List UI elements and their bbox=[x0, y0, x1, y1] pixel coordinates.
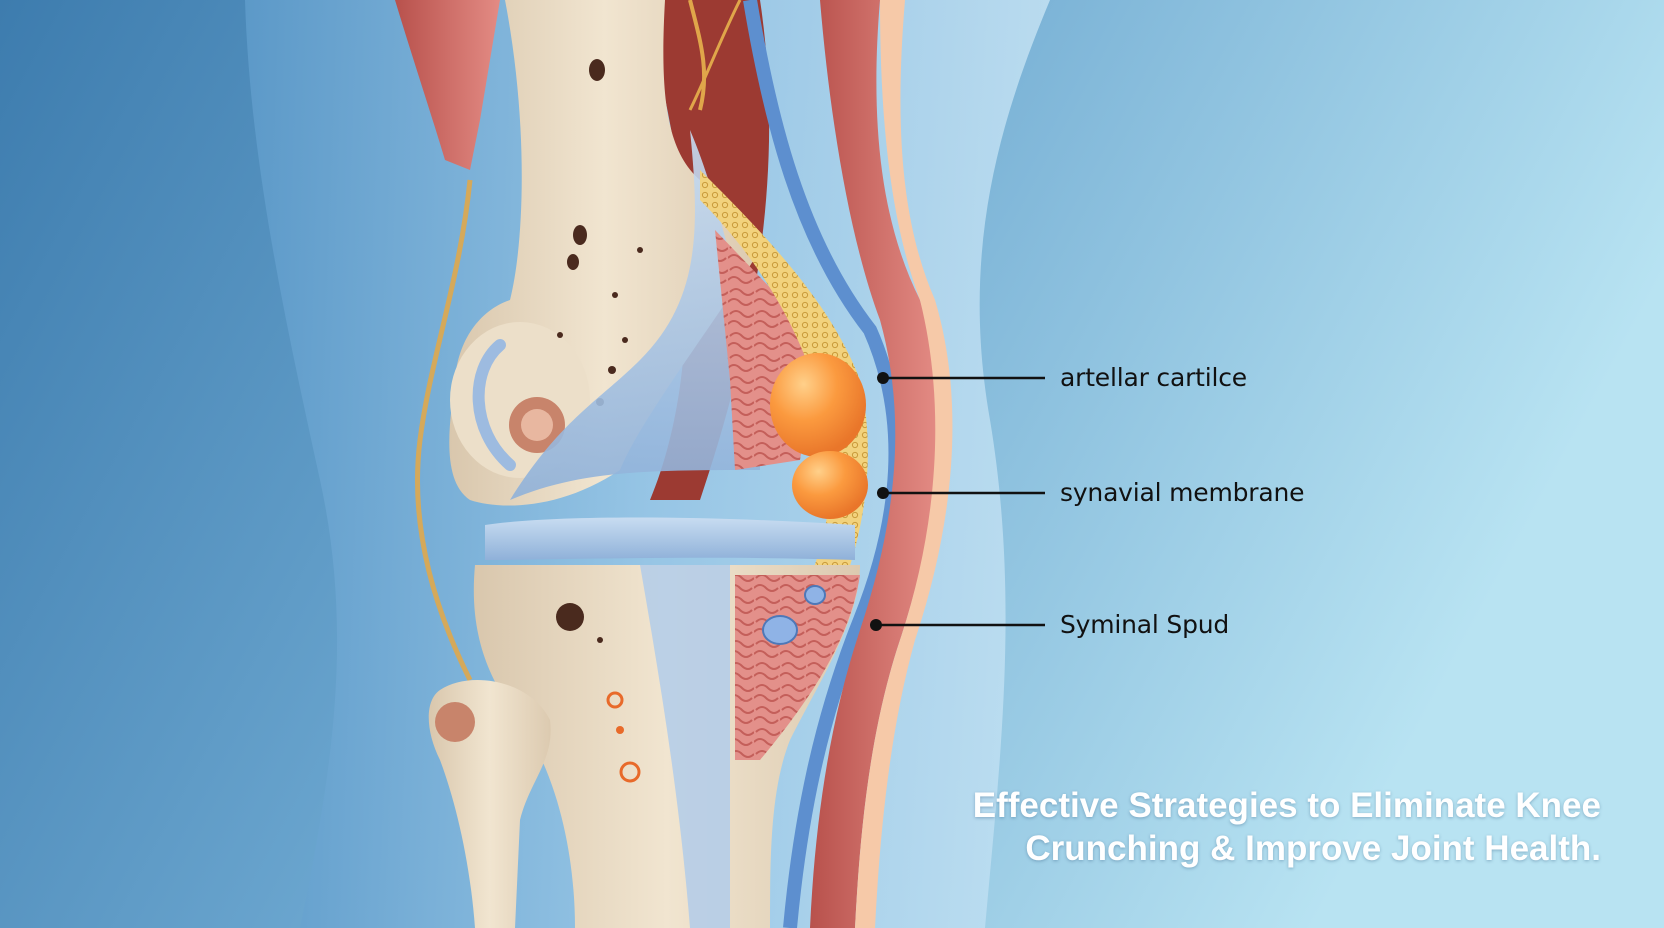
bursa-sac-upper bbox=[770, 353, 866, 457]
fluid-bubble-2 bbox=[804, 585, 826, 605]
meniscus-cartilage bbox=[485, 517, 855, 560]
skin-layer bbox=[855, 0, 953, 928]
callout-label-synovial-membrane: synavial membrane bbox=[1060, 478, 1305, 507]
fluid-bubble-1 bbox=[762, 615, 798, 645]
tibial-cartilage bbox=[640, 565, 730, 928]
femoral-cartilage bbox=[510, 130, 760, 500]
fibula-lesion bbox=[435, 702, 475, 742]
callout-1 bbox=[877, 372, 1045, 384]
nerve-2 bbox=[688, 0, 742, 111]
headline-caption: Effective Strategies to Eliminate Knee C… bbox=[973, 784, 1601, 870]
saphenous-nerve bbox=[414, 179, 473, 682]
callout-label-syminal-spud: Syminal Spud bbox=[1060, 610, 1230, 639]
tibia-pores bbox=[556, 603, 641, 783]
headline-line-1: Effective Strategies to Eliminate Knee bbox=[972, 786, 1601, 825]
anterior-muscle-layer bbox=[810, 0, 938, 928]
fibula-bone bbox=[428, 680, 551, 928]
callout-label-patellar-cartilage: artellar cartilce bbox=[1060, 363, 1247, 392]
bursa-sac-lower bbox=[792, 451, 868, 519]
headline-line-2: Crunching & Improve Joint Health. bbox=[1025, 829, 1601, 868]
femur-pores bbox=[557, 59, 643, 406]
femoral-groove bbox=[472, 339, 516, 471]
hamstring-muscle bbox=[395, 0, 500, 170]
bone-lesion-core bbox=[521, 409, 553, 441]
nerve-1 bbox=[688, 0, 707, 111]
callout-3 bbox=[870, 619, 1045, 631]
callout-2 bbox=[877, 487, 1045, 499]
